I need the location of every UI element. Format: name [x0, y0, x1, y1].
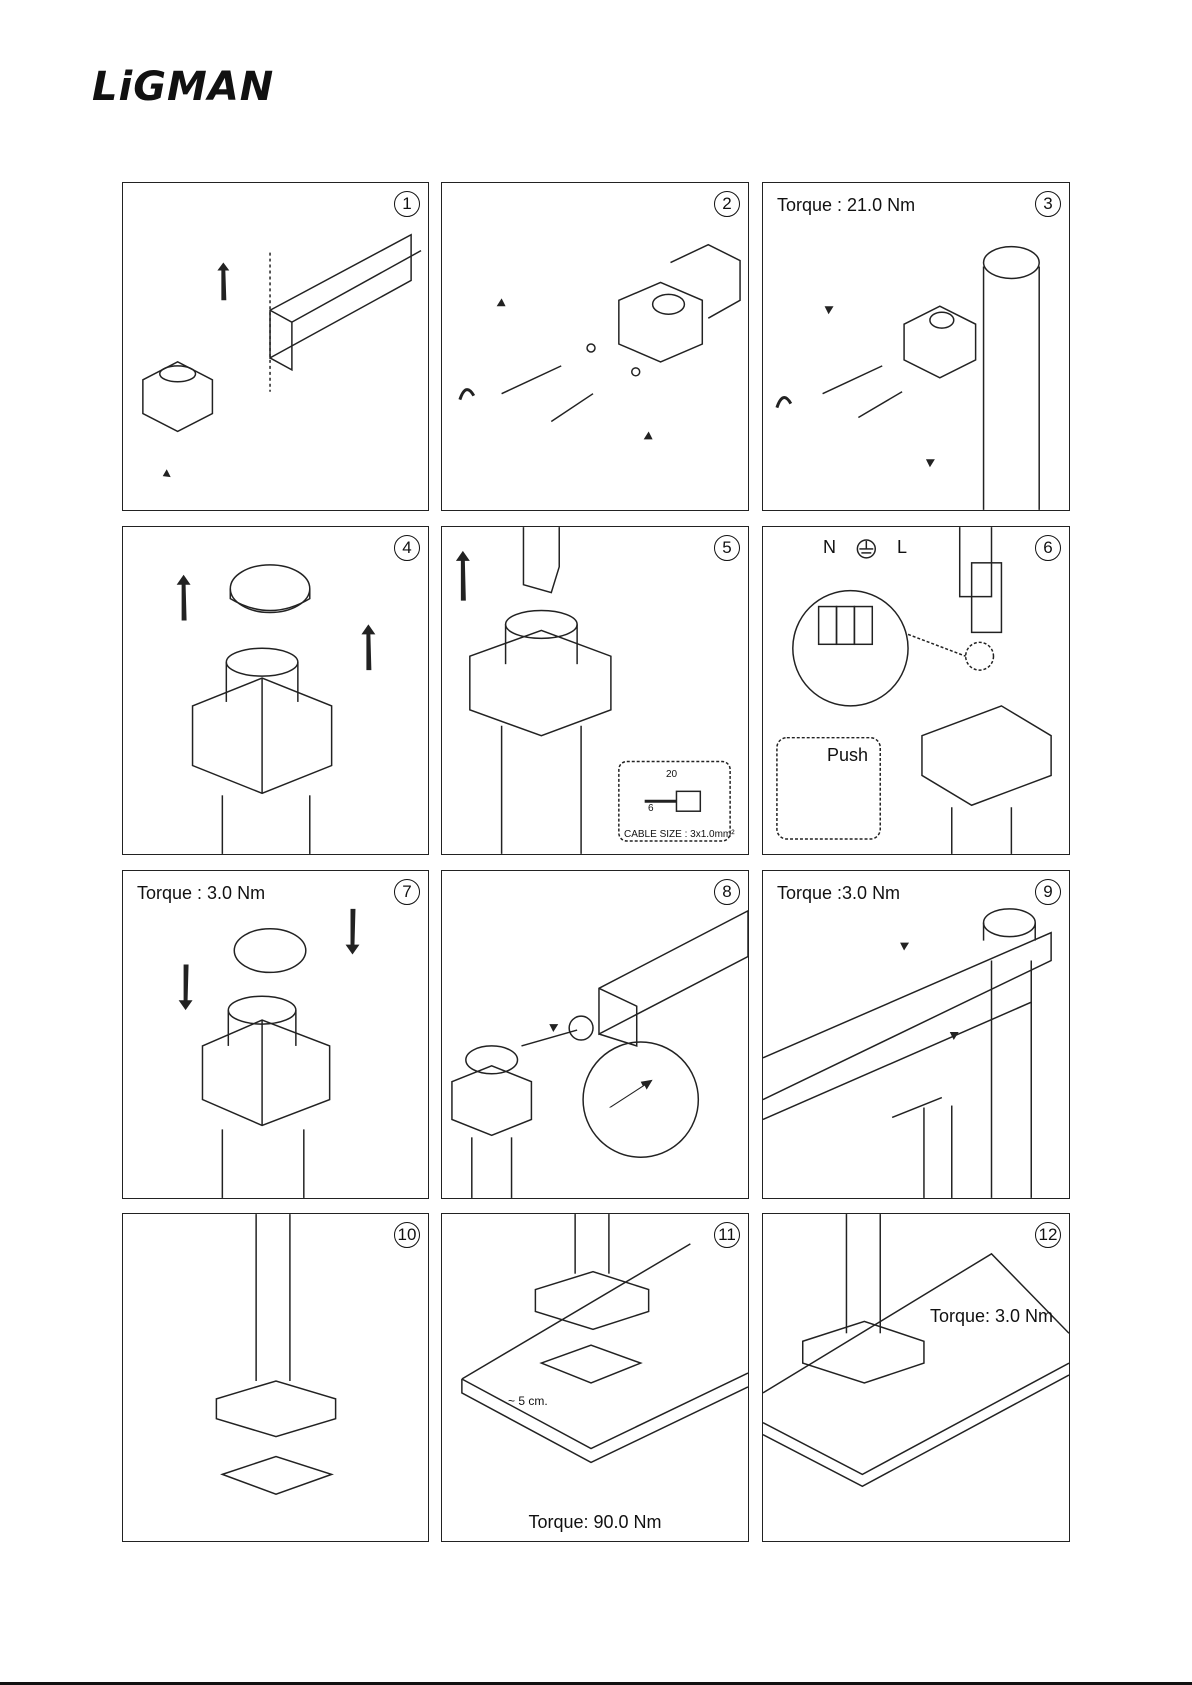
neutral-label: N [823, 537, 836, 558]
step-number-7: 7 [394, 879, 420, 905]
step-panel-7: Torque : 3.0 Nm 7 [122, 870, 429, 1199]
step-number-10: 10 [394, 1222, 420, 1248]
illustration-step-11 [442, 1214, 748, 1541]
step-number-9: 9 [1035, 879, 1061, 905]
step-panel-6: N L Push 6 [762, 526, 1070, 855]
illustration-step-8 [442, 871, 748, 1198]
torque-label-7: Torque : 3.0 Nm [137, 883, 265, 904]
logo-text: LiGMAN [92, 64, 274, 110]
illustration-step-1 [123, 183, 428, 510]
illustration-step-6 [763, 527, 1069, 854]
step-number-6: 6 [1035, 535, 1061, 561]
strip-length-6: 6 [648, 803, 654, 814]
step-number-5: 5 [714, 535, 740, 561]
illustration-step-2 [442, 183, 748, 510]
step-panel-11: ~ 5 cm. Torque: 90.0 Nm 11 [441, 1213, 749, 1542]
strip-length-20: 20 [666, 769, 677, 780]
step-number-4: 4 [394, 535, 420, 561]
step-panel-4: 4 [122, 526, 429, 855]
illustration-step-3 [763, 183, 1069, 510]
step-panel-8: 8 [441, 870, 749, 1199]
step-panel-2: 2 [441, 182, 749, 511]
step-panel-9: Torque :3.0 Nm 9 [762, 870, 1070, 1199]
step-number-1: 1 [394, 191, 420, 217]
step-panel-5: 20 6 CABLE SIZE : 3x1.0mm² 5 [441, 526, 749, 855]
illustration-step-4 [123, 527, 428, 854]
illustration-step-7 [123, 871, 428, 1198]
cable-size-label: CABLE SIZE : 3x1.0mm² [624, 829, 735, 840]
step-panel-12: Torque: 3.0 Nm 12 [762, 1213, 1070, 1542]
illustration-step-9 [763, 871, 1069, 1198]
torque-label-9: Torque :3.0 Nm [777, 883, 900, 904]
step-panel-1: 1 [122, 182, 429, 511]
ligman-logo: LiGMAN [92, 66, 312, 108]
step-panel-10: 10 [122, 1213, 429, 1542]
live-label: L [897, 537, 907, 558]
illustration-step-10 [123, 1214, 428, 1541]
step-number-3: 3 [1035, 191, 1061, 217]
torque-label-12: Torque: 3.0 Nm [930, 1306, 1053, 1327]
step-panel-3: Torque : 21.0 Nm 3 [762, 182, 1070, 511]
torque-label-3: Torque : 21.0 Nm [777, 195, 915, 216]
step-number-2: 2 [714, 191, 740, 217]
push-label: Push [827, 745, 868, 766]
step-number-12: 12 [1035, 1222, 1061, 1248]
torque-label-11: Torque: 90.0 Nm [442, 1512, 748, 1533]
step-number-8: 8 [714, 879, 740, 905]
logo-graphic: LiGMAN [92, 66, 312, 108]
step-number-11: 11 [714, 1222, 740, 1248]
illustration-step-5 [442, 527, 748, 854]
illustration-step-12 [763, 1214, 1069, 1541]
anchor-depth-label: ~ 5 cm. [508, 1394, 548, 1408]
